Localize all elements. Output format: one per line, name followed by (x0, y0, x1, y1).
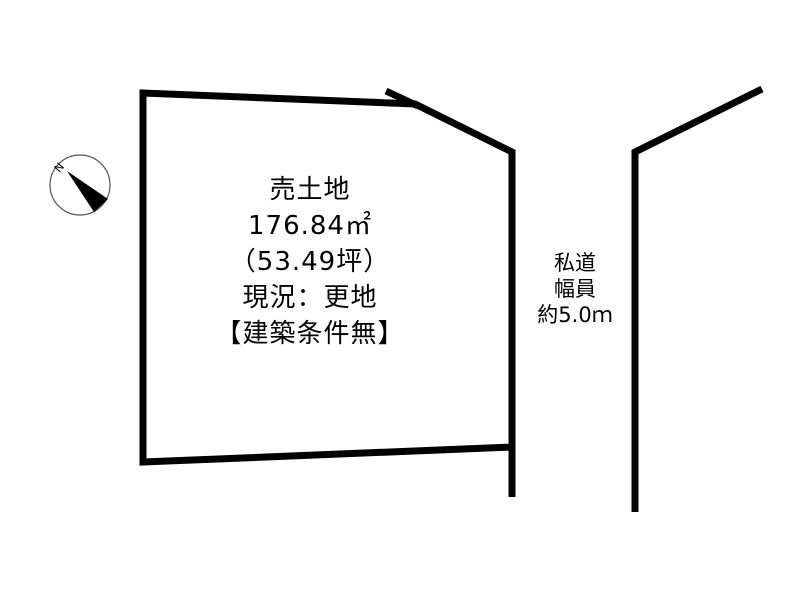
road-type: 私道 (554, 251, 596, 275)
road-width-value: 約5.0ｍ (537, 303, 613, 327)
lot-conditions: 【建築条件無】 (215, 319, 405, 349)
lot-boundary (139, 89, 516, 466)
road-width-label: 幅員 (554, 277, 596, 301)
lot-area-tsubo: （53.49坪） (229, 247, 391, 277)
lot-title: 売土地 (269, 175, 351, 205)
lot-area-sqm: 176.84㎡ (248, 211, 372, 241)
compass-north-arrow-icon: N (49, 154, 111, 216)
road-edge-left-top (384, 87, 420, 110)
lot-status: 現況：更地 (242, 283, 378, 313)
road-info: 私道 幅員 約5.0ｍ (515, 250, 635, 328)
road-edge-right (631, 85, 764, 512)
lot-info: 売土地 176.84㎡ （53.49坪） 現況：更地 【建築条件無】 (200, 172, 420, 352)
